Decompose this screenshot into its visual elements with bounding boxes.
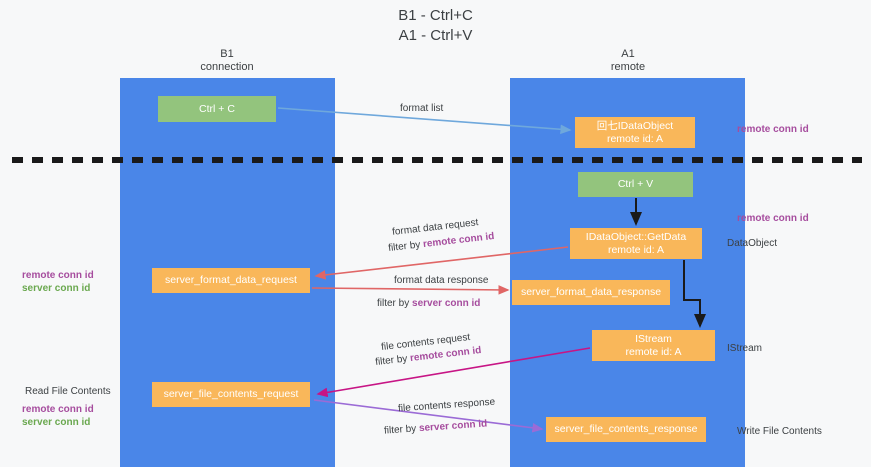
remote-conn-id-text: remote conn id: [22, 404, 94, 415]
server-conn-id-text: server conn id: [22, 283, 91, 294]
node-server-file-contents-request[interactable]: server_file_contents_request: [152, 382, 310, 407]
server-conn-id-text: server conn id: [22, 417, 91, 428]
annotation-remote-conn-id-mid: remote conn id: [737, 213, 809, 224]
remote-conn-id-text: remote conn id: [22, 270, 94, 281]
annotation-conn-ids-mid: remote conn id server conn id: [22, 269, 94, 295]
edge-label-format-list: format list: [400, 103, 444, 114]
node-server-file-contents-response[interactable]: server_file_contents_response: [546, 417, 706, 442]
node-idataobject[interactable]: 回七IDataObject remote id: A: [575, 117, 695, 148]
filter-by-text: filter by: [383, 423, 420, 437]
column-header-b1: B1 connection: [200, 48, 254, 73]
filter-by-text: filter by: [377, 298, 413, 309]
edge-label-file-contents-response: file contents response: [397, 396, 496, 415]
edge-label-format-data-response: format data response: [394, 275, 489, 286]
column-header-a1: A1 remote: [610, 48, 646, 73]
edge-label-file-contents-response-filter: filter by server conn id: [384, 417, 488, 438]
filter-by-text: filter by: [374, 353, 411, 369]
arrow-format-data-response: [311, 285, 510, 295]
server-conn-id-text: server conn id: [412, 298, 481, 309]
diagram-title: B1 - Ctrl+C A1 - Ctrl+V: [398, 7, 473, 44]
filter-by-text: filter by: [387, 239, 424, 255]
annotation-write-file-contents: Write File Contents: [737, 426, 822, 437]
node-server-format-data-request[interactable]: server_format_data_request: [152, 268, 310, 293]
annotation-conn-ids-bottom: remote conn id server conn id: [22, 403, 94, 429]
node-server-format-data-response[interactable]: server_format_data_response: [512, 280, 670, 305]
node-idataobject-getdata[interactable]: IDataObject::GetData remote id: A: [570, 228, 702, 259]
annotation-remote-conn-id-top: remote conn id: [737, 124, 809, 135]
annotation-dataobject: DataObject: [727, 238, 778, 249]
annotation-read-file-contents: Read File Contents: [25, 386, 111, 397]
server-conn-id-text: server conn id: [418, 418, 488, 435]
node-ctrl-c[interactable]: Ctrl + C: [158, 96, 276, 122]
node-ctrl-v[interactable]: Ctrl + V: [578, 172, 693, 197]
node-istream[interactable]: IStream remote id: A: [592, 330, 715, 361]
annotation-istream: IStream: [727, 343, 763, 354]
edge-label-format-data-response-filter: filter by server conn id: [377, 297, 480, 311]
